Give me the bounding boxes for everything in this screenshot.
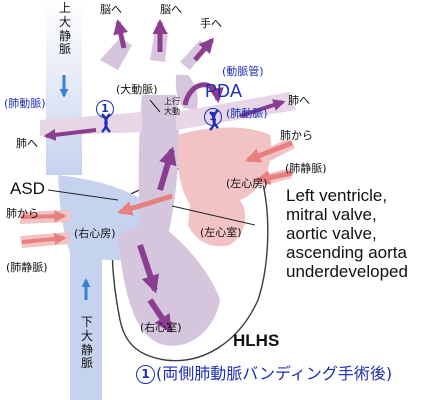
label-pda: PDA (205, 81, 243, 101)
label-brain-left: 脳へ (100, 3, 122, 16)
note-line-5: underdeveloped (286, 262, 408, 281)
label-pa-left: (肺動脈) (4, 97, 46, 110)
leader-lv (171, 205, 256, 226)
leader-aorta (149, 99, 161, 113)
band-marker-left: 1 (96, 100, 114, 118)
note-line-4: ascending aorta (286, 243, 407, 262)
head-vessels (100, 30, 208, 70)
label-left-atrium: (左心房) (226, 177, 268, 190)
arrow-brain-left (113, 19, 129, 49)
arrow-to-lung-right (239, 99, 286, 118)
label-right-atrium: (右心房) (74, 227, 116, 240)
label-to-lung-right: 肺へ (288, 94, 310, 107)
label-pv-right: (肺静脈) (285, 162, 327, 175)
label-inferior-vena-cava: 下大静脈 (80, 315, 93, 371)
band-marker-right: 1 (204, 108, 222, 126)
label-right-ventricle: (右心室) (140, 321, 182, 334)
aortic-arch (175, 75, 198, 110)
label-from-lung-left: 肺から (6, 207, 39, 220)
diagram-title: HLHS (233, 331, 280, 350)
right-pulmonary-artery (40, 112, 142, 136)
arrow-from-lung-left-2 (21, 232, 67, 245)
label-pv-left: (肺静脈) (6, 261, 48, 274)
arrow-from-lung-right-1 (245, 140, 293, 163)
label-ascending-aorta-1: 上行 (164, 97, 180, 106)
arrow-hand (193, 37, 214, 62)
caption-marker: 1 (136, 365, 155, 384)
arrow-rv-down (137, 244, 159, 294)
label-from-lung-right: 肺から (280, 129, 313, 142)
arrow-from-lung-left-1 (21, 210, 67, 223)
arrow-to-lung-left (43, 128, 97, 141)
arrow-lv-down (147, 298, 173, 333)
label-pa-right: (肺動脈) (226, 107, 268, 120)
leader-asd (47, 189, 119, 201)
label-ascending-aorta-2: 大動 (164, 107, 180, 116)
label-aorta: (大動脈) (116, 83, 158, 96)
label-superior-vena-cava: 上大静脈 (58, 1, 71, 57)
note-line-3: aortic valve, (286, 224, 377, 243)
label-ductus: (動脈管) (222, 65, 264, 78)
left-atrium-shape (177, 127, 272, 205)
label-to-lung-left: 肺へ (16, 137, 38, 150)
caption-text: (両側肺動脈バンディング手術後) (156, 364, 393, 383)
left-ventricle-shape (188, 200, 246, 247)
arrow-up-main (157, 146, 177, 191)
label-hand: 手へ (200, 17, 222, 30)
caption: 1(両側肺動脈バンディング手術後) (136, 360, 392, 384)
inferior-vena-cava (70, 240, 102, 400)
label-brain-right: 脳へ (160, 3, 182, 16)
note-line-1: Left ventricle, (286, 186, 388, 205)
underdeveloped-note: Left ventricle, mitral valve, aortic val… (286, 186, 408, 281)
arrow-pda (182, 82, 224, 106)
label-left-ventricle: (左心室) (200, 226, 242, 239)
note-line-2: mitral valve, (286, 205, 377, 224)
arrow-asd (117, 193, 173, 216)
arrow-from-lung-right-2 (255, 170, 293, 185)
label-asd: ASD (10, 179, 45, 198)
